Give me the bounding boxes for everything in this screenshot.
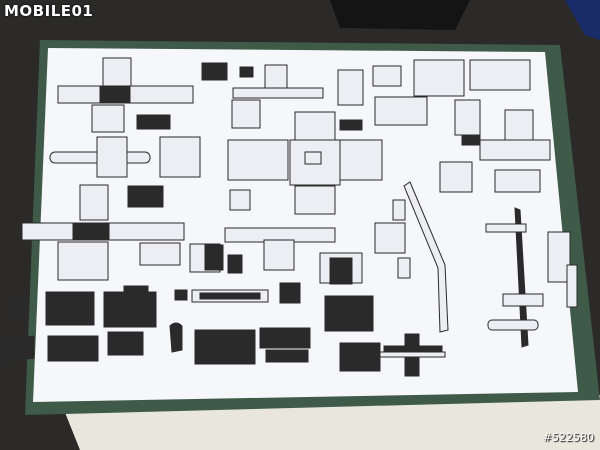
mobile01-logo: MOBILE01 [4, 2, 94, 20]
dark-object-top [330, 0, 470, 30]
photo-id-label: #522580 [542, 431, 594, 444]
craft-parts [0, 57, 578, 377]
blue-pen [565, 0, 600, 40]
